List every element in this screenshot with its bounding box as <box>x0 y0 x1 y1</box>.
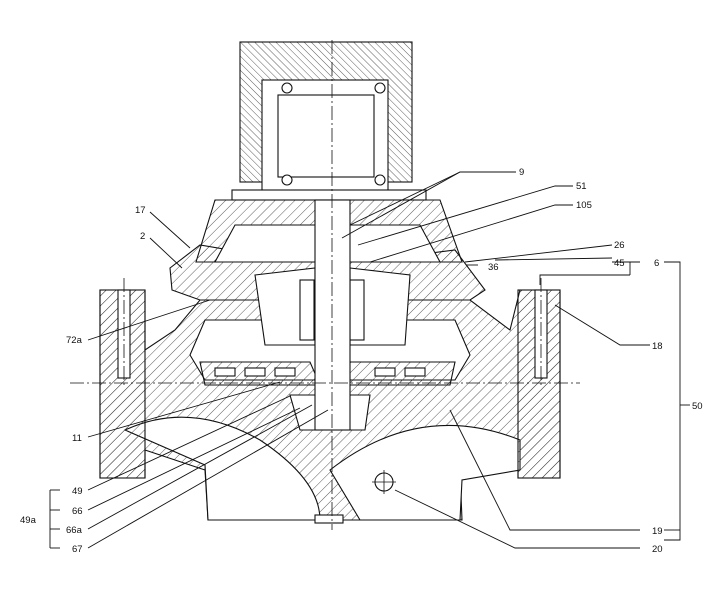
label-51: 51 <box>576 181 587 192</box>
label-2: 2 <box>140 231 145 242</box>
label-36: 36 <box>488 262 499 273</box>
label-105: 105 <box>576 200 592 211</box>
label-66: 66 <box>72 506 83 517</box>
label-20: 20 <box>652 544 663 555</box>
label-49: 49 <box>72 486 83 497</box>
label-9: 9 <box>519 167 524 178</box>
label-49a: 49a <box>20 515 37 526</box>
label-67: 67 <box>72 544 83 555</box>
label-19: 19 <box>652 526 663 537</box>
label-6: 6 <box>654 258 659 269</box>
label-17: 17 <box>135 205 146 216</box>
leader-lines <box>49 171 690 549</box>
label-45: 45 <box>614 258 625 269</box>
flanges <box>99 289 561 479</box>
motor <box>231 41 427 201</box>
label-50: 50 <box>692 401 703 412</box>
label-26: 26 <box>614 240 625 251</box>
label-11: 11 <box>72 433 82 444</box>
shaft <box>314 199 351 431</box>
part-number-labels: 9 51 105 17 2 26 36 45 6 72a 18 50 11 49… <box>20 167 703 555</box>
label-66a: 66a <box>66 525 83 536</box>
label-72a: 72a <box>66 335 83 346</box>
impeller-and-seal <box>199 267 456 386</box>
label-18: 18 <box>652 341 663 352</box>
